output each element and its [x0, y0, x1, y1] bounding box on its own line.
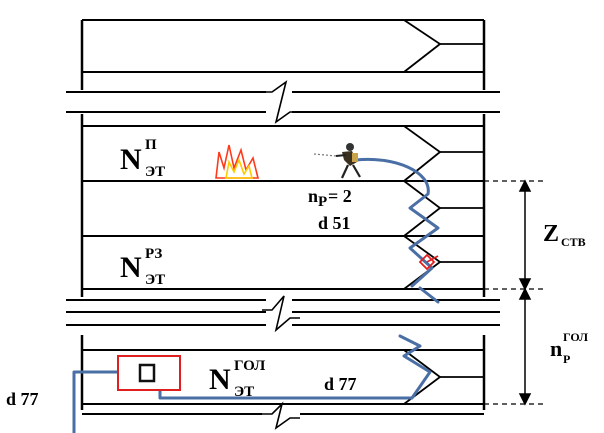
svg-text:= 2: = 2 [328, 186, 352, 206]
label-z-stv: Z СТВ [543, 221, 586, 249]
dimension-np-gol [518, 287, 532, 406]
svg-text:N: N [120, 143, 142, 176]
label-floor-p3: N РЗ ЭТ [120, 246, 165, 288]
svg-text:N: N [120, 251, 142, 284]
label-floor-gol: N ГОЛ ЭТ [209, 358, 265, 400]
floor-slabs [82, 19, 484, 405]
hose-upper [354, 157, 440, 288]
break-symbol-upper [66, 80, 500, 124]
break-symbol-lower [66, 294, 500, 335]
stair-flights [403, 19, 484, 405]
building-walls [80, 20, 486, 410]
svg-text:ЭТ: ЭТ [145, 272, 165, 288]
label-floor-fire: N П ЭТ [120, 137, 165, 180]
svg-text:ГОЛ: ГОЛ [234, 358, 265, 374]
label-np-gol: n ГОЛ Р [550, 330, 588, 366]
dimension-z [518, 179, 532, 291]
landing-dashes [420, 71, 545, 405]
break-symbol-bottom [82, 401, 484, 430]
firefighter-icon [313, 143, 361, 179]
svg-text:ЭТ: ЭТ [145, 164, 165, 180]
label-d77-left: d 77 [6, 389, 39, 409]
svg-text:Z: Z [543, 221, 559, 247]
svg-text:Р: Р [563, 352, 570, 366]
hose-lower-landing [150, 334, 432, 400]
fire-icon [215, 144, 260, 179]
label-d51: d 51 [318, 213, 351, 233]
svg-text:СТВ: СТВ [561, 235, 586, 249]
label-d77-mid: d 77 [324, 374, 357, 394]
label-np-equation: n Р = 2 [308, 186, 352, 210]
svg-text:Р: Р [318, 194, 327, 210]
svg-text:ГОЛ: ГОЛ [563, 330, 588, 344]
svg-text:ЭТ: ЭТ [234, 384, 254, 400]
pump-icon [117, 355, 181, 391]
svg-text:N: N [209, 363, 231, 396]
svg-text:n: n [550, 336, 562, 361]
nozzle-icon [418, 253, 439, 271]
svg-text:n: n [308, 186, 318, 206]
svg-text:РЗ: РЗ [145, 246, 162, 262]
hose-lines [72, 157, 440, 433]
svg-text:П: П [145, 137, 157, 153]
hose-riser-lower [418, 286, 440, 304]
